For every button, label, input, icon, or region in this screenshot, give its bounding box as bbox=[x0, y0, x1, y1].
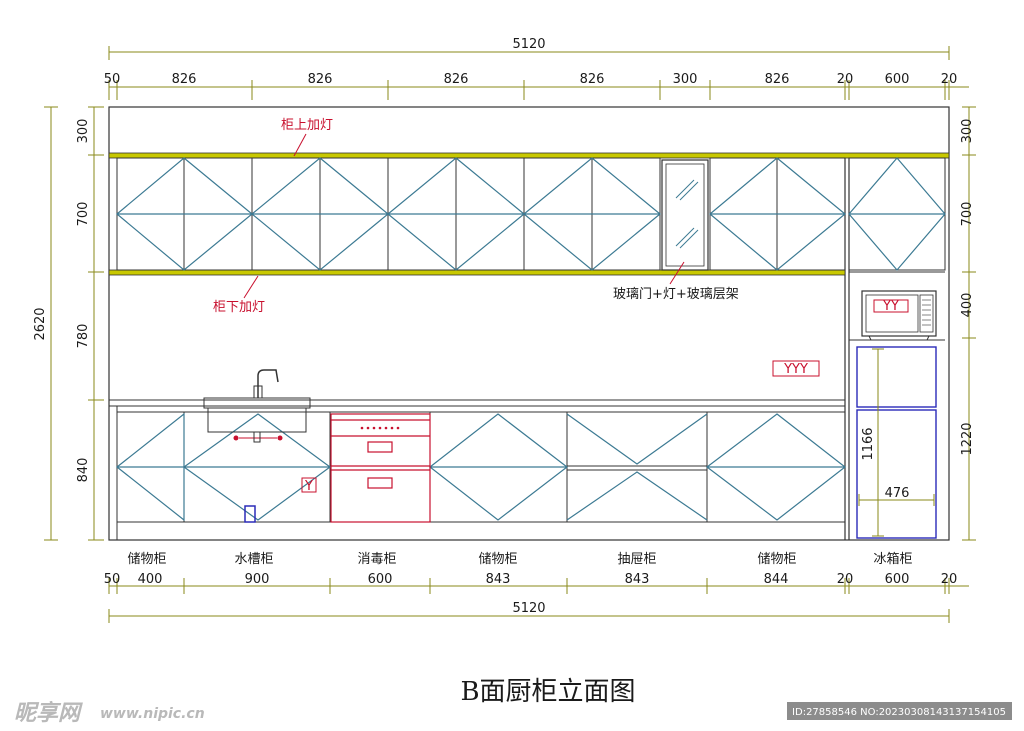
dim-right-3: 1220 bbox=[960, 422, 975, 455]
dim-bottom-6: 844 bbox=[764, 572, 789, 587]
dim-bottom-1: 400 bbox=[138, 572, 163, 587]
microwave: YY bbox=[861, 290, 937, 341]
sink: Y bbox=[203, 369, 317, 523]
top-dimension-group bbox=[108, 46, 969, 100]
microwave-mark: YY bbox=[882, 299, 899, 314]
dim-bottom-0: 50 bbox=[104, 572, 121, 587]
label-sink-cabinet: 水槽柜 bbox=[234, 552, 273, 567]
watermark-id-bar bbox=[787, 702, 1012, 720]
drawing-title: B面厨柜立面图 bbox=[460, 677, 635, 707]
left-dimension-group bbox=[44, 106, 104, 541]
dim-top-1: 826 bbox=[172, 72, 197, 87]
countertop bbox=[108, 399, 846, 523]
dim-fridge-height: 1166 bbox=[861, 427, 876, 460]
dim-top-3: 826 bbox=[444, 72, 469, 87]
dim-left-1: 700 bbox=[76, 202, 91, 227]
dim-top-5: 300 bbox=[673, 72, 698, 87]
dim-bottom-4: 843 bbox=[486, 572, 511, 587]
lower-cabinets bbox=[116, 406, 708, 540]
fridge-dimensions bbox=[858, 348, 935, 537]
dim-top-0: 50 bbox=[104, 72, 121, 87]
dim-bottom-5: 843 bbox=[625, 572, 650, 587]
dim-bottom-9: 20 bbox=[941, 572, 958, 587]
label-fridge-cabinet: 冰箱柜 bbox=[873, 551, 912, 567]
kitchen-outline bbox=[108, 106, 950, 541]
bottom-dimension-group bbox=[108, 578, 969, 623]
dim-bottom-7: 20 bbox=[837, 572, 854, 587]
label-drawer-cabinet: 抽屉柜 bbox=[617, 552, 656, 567]
dim-bottom-2: 900 bbox=[245, 572, 270, 587]
dim-right-1: 700 bbox=[960, 202, 975, 227]
label-storage-2: 储物柜 bbox=[478, 552, 517, 567]
dim-total-top: 5120 bbox=[512, 37, 545, 52]
watermark-id: ID:27858546 NO:20230308143137154105 bbox=[792, 707, 1006, 718]
dim-top-4: 826 bbox=[580, 72, 605, 87]
dim-bottom-8: 600 bbox=[885, 572, 910, 587]
dim-total-bottom: 5120 bbox=[512, 601, 545, 616]
dim-left-0: 300 bbox=[76, 119, 91, 144]
wall-outlet-mark: YYY bbox=[772, 360, 820, 377]
dim-top-7: 20 bbox=[837, 72, 854, 87]
dim-left-3: 840 bbox=[76, 458, 91, 483]
dim-top-2: 826 bbox=[308, 72, 333, 87]
lower-cabinet-diagonals bbox=[116, 412, 846, 522]
watermark-brand: 昵享网 bbox=[14, 700, 83, 726]
right-dimension-group bbox=[962, 106, 976, 541]
sterilizer-cabinet bbox=[330, 413, 431, 523]
dim-bottom-3: 600 bbox=[368, 572, 393, 587]
watermark-url: www.nipic.cn bbox=[100, 706, 205, 722]
annotation-leaders bbox=[243, 133, 685, 299]
label-storage-1: 储物柜 bbox=[127, 552, 166, 567]
wall-mark-text: YYY bbox=[783, 362, 808, 377]
label-storage-3: 储物柜 bbox=[757, 552, 796, 567]
dim-right-0: 300 bbox=[960, 119, 975, 144]
dim-top-9: 20 bbox=[941, 72, 958, 87]
cabinet-mark: Y bbox=[304, 479, 313, 494]
dim-fridge-width: 476 bbox=[885, 486, 910, 501]
dim-left-total: 2620 bbox=[33, 307, 48, 340]
dim-left-2: 780 bbox=[76, 324, 91, 349]
upper-cabinet-diagonals bbox=[116, 157, 946, 271]
dim-top-6: 826 bbox=[765, 72, 790, 87]
dim-right-2: 400 bbox=[960, 293, 975, 318]
note-bottom-light: 柜下加灯 bbox=[213, 300, 265, 315]
glass-door-cabinet bbox=[661, 159, 709, 271]
label-sterilizer: 消毒柜 bbox=[357, 552, 396, 567]
refrigerator bbox=[856, 346, 937, 539]
note-top-light: 柜上加灯 bbox=[281, 118, 333, 133]
note-glass-door: 玻璃门+灯+玻璃层架 bbox=[613, 287, 739, 302]
dim-top-8: 600 bbox=[885, 72, 910, 87]
